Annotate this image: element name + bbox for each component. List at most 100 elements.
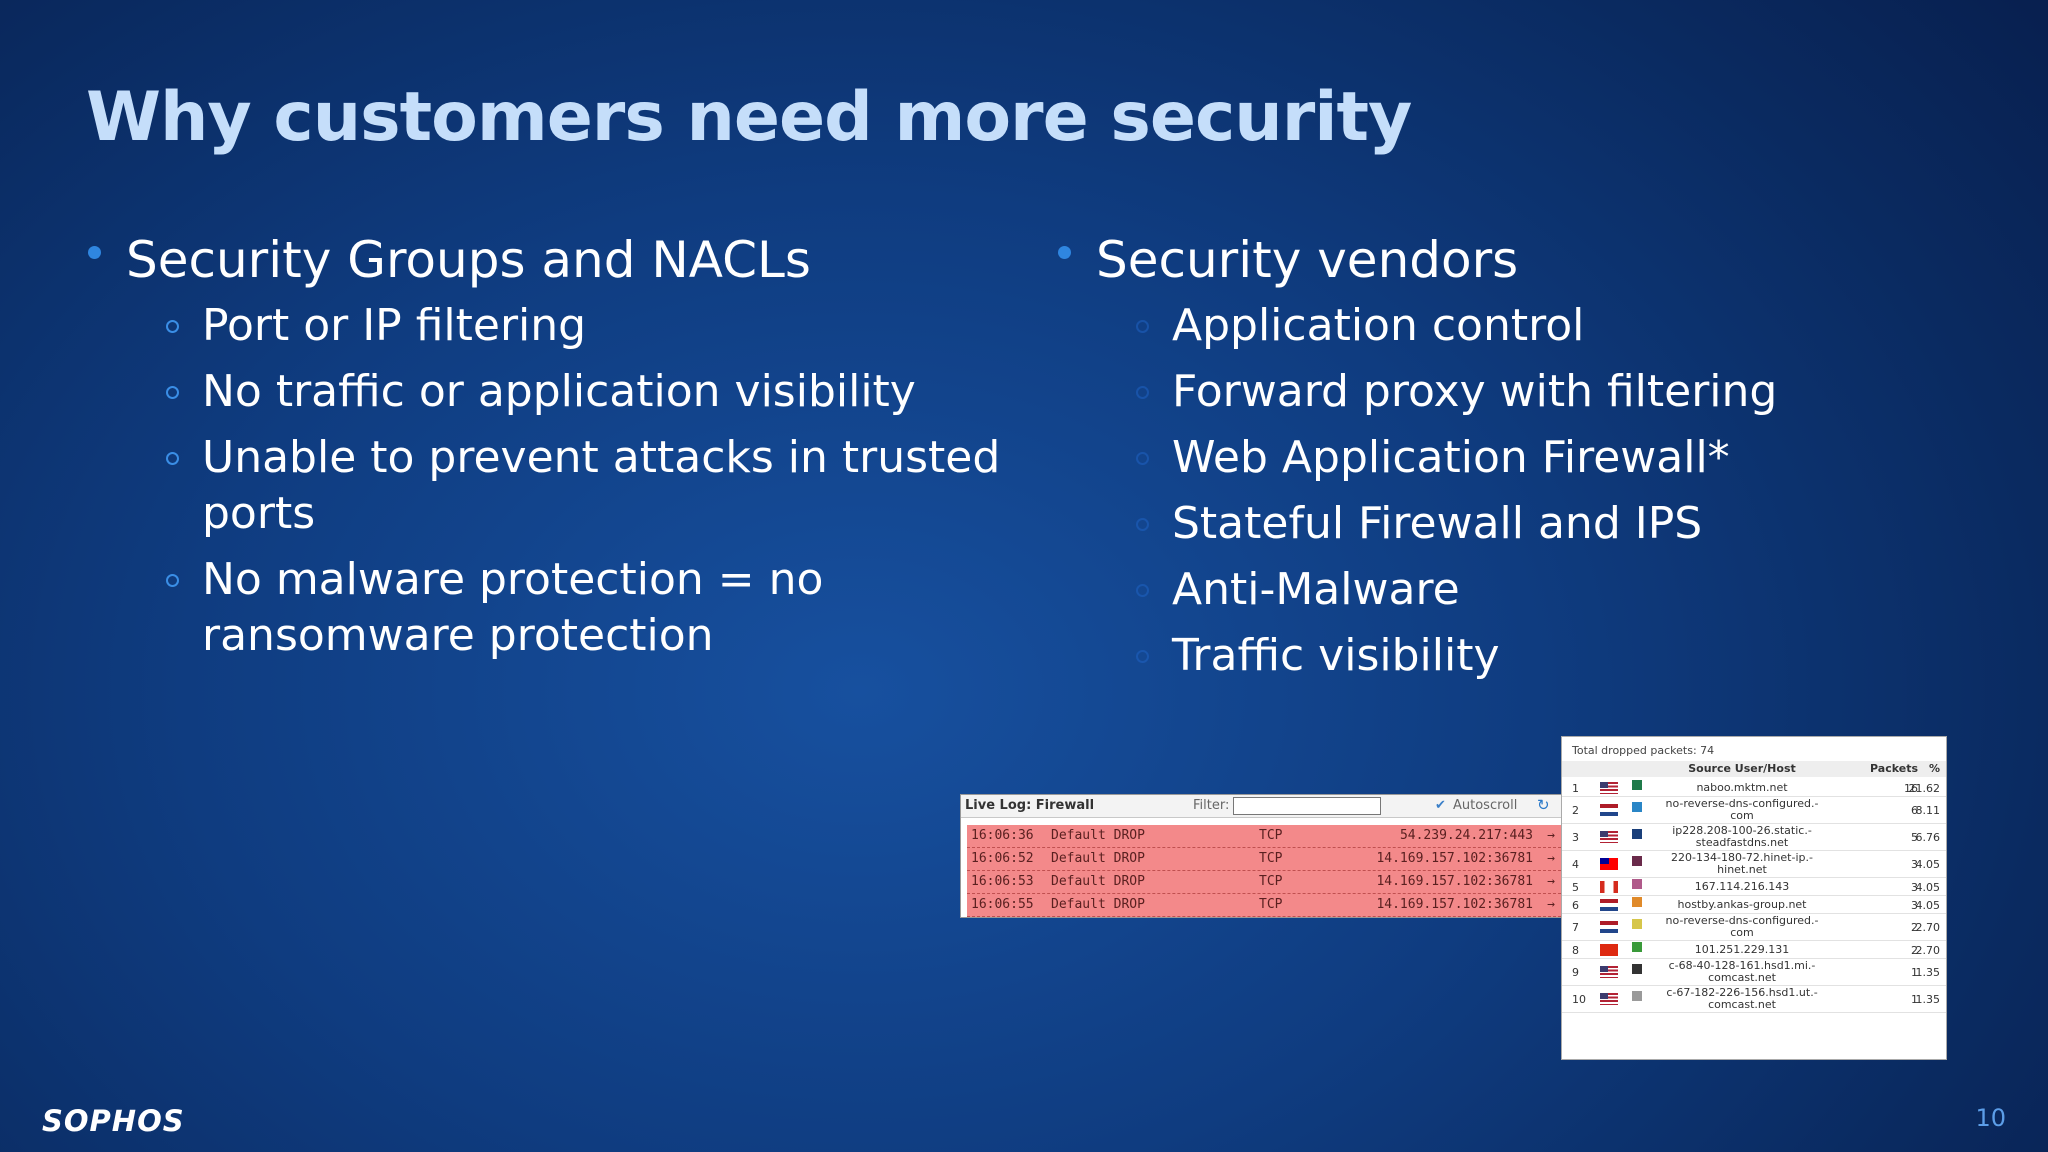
filter-label: Filter: [1193, 798, 1230, 813]
left-subitem-text: Port or IP filtering [202, 300, 587, 351]
circle-bullet-icon [166, 320, 179, 333]
log-cell-proto: TCP [1259, 851, 1283, 866]
host-name: no-reverse-dns-configured.-com [1652, 915, 1832, 939]
log-cell-proto: TCP [1259, 874, 1283, 889]
col-percent: % [1928, 762, 1940, 775]
arrow-right-icon: → [1547, 897, 1555, 912]
live-log-header: Live Log: Firewall Filter: ✔ Autoscroll … [961, 795, 1561, 818]
col-packets: Packets [1870, 762, 1918, 775]
host-name-line: 167.114.216.143 [1694, 879, 1790, 893]
left-subitems: Port or IP filtering No traffic or applic… [86, 298, 1006, 664]
packet-percent: 4.05 [1915, 858, 1941, 871]
row-index: 4 [1572, 858, 1579, 871]
packet-count: 6 [1911, 804, 1918, 817]
host-name: 220-134-180-72.hinet-ip.-hinet.net [1652, 852, 1832, 876]
host-name-line: hinet.net [1717, 863, 1767, 876]
circle-bullet-icon [166, 452, 179, 465]
packet-percent: 4.05 [1915, 898, 1941, 912]
color-swatch [1632, 991, 1642, 1001]
circle-bullet-icon [1136, 320, 1149, 333]
country-flag-icon [1600, 993, 1618, 1005]
left-subitem-text: Unable to prevent attacks in trusted [202, 432, 1001, 483]
log-cell-action: Default DROP [1051, 874, 1145, 889]
host-name: no-reverse-dns-configured.-com [1652, 798, 1832, 822]
host-name-line: no-reverse-dns-configured.- [1665, 797, 1819, 810]
host-name-line: 101.251.229.131 [1694, 942, 1790, 956]
packet-percent: 4.05 [1915, 880, 1941, 894]
packet-count: 1 [1911, 993, 1918, 1006]
packet-count: 5 [1911, 831, 1918, 844]
left-subitem-text: No traffic or application visibility [202, 366, 916, 417]
packet-count: 3 [1911, 880, 1918, 894]
color-swatch [1632, 802, 1642, 812]
arrow-right-icon: → [1547, 828, 1555, 843]
page-number: 10 [1975, 1104, 2006, 1132]
circle-bullet-icon [1136, 518, 1149, 531]
log-cell-time: 16:06:55 [971, 897, 1034, 912]
dropped-table-header: Source User/Host Packets % [1562, 761, 1946, 777]
host-name-line: ip228.208-100-26.static.- [1672, 824, 1812, 837]
host-name-line: 220-134-180-72.hinet-ip.- [1671, 851, 1813, 864]
filter-input [1233, 797, 1381, 815]
color-swatch [1632, 878, 1642, 889]
row-index: 1 [1572, 781, 1579, 795]
color-swatch [1632, 856, 1642, 866]
autoscroll-label: Autoscroll [1453, 798, 1518, 813]
packet-count: 3 [1911, 898, 1918, 912]
right-subitem: Forward proxy with filtering [1056, 364, 1956, 420]
row-index: 9 [1572, 966, 1579, 979]
bullet-dot-icon [88, 246, 101, 259]
log-cell-time: 16:06:53 [971, 874, 1034, 889]
country-flag-icon [1600, 898, 1618, 911]
row-index: 8 [1572, 943, 1579, 957]
host-name-line: hostby.ankas-group.net [1677, 897, 1807, 911]
log-row: 16:06:53 Default DROP TCP 14.169.157.102:36… [967, 871, 1561, 894]
packet-count: 2 [1911, 943, 1918, 957]
left-column: Security Groups and NACLs Port or IP fil… [86, 230, 1006, 674]
right-subitem-text: Forward proxy with filtering [1172, 366, 1778, 417]
host-name-line: no-reverse-dns-configured.- [1665, 914, 1819, 927]
host-name: naboo.mktm.net [1652, 781, 1832, 794]
right-subitem: Stateful Firewall and IPS [1056, 496, 1956, 552]
left-subitem: No traffic or application visibility [86, 364, 1006, 420]
color-swatch [1632, 896, 1642, 907]
packet-percent: 1.35 [1915, 993, 1941, 1006]
host-name-line: steadfastdns.net [1695, 836, 1789, 849]
country-flag-icon [1600, 831, 1618, 843]
col-source: Source User/Host [1688, 762, 1796, 775]
row-index: 3 [1572, 831, 1579, 844]
log-cell-time: 16:06:52 [971, 851, 1034, 866]
right-heading-text: Security vendors [1096, 231, 1519, 289]
country-flag-icon [1600, 921, 1618, 933]
packet-percent: 21.62 [1908, 781, 1941, 795]
circle-bullet-icon [1136, 386, 1149, 399]
country-flag-icon [1600, 781, 1618, 794]
dropped-packets-screenshot: Total dropped packets: 74 Source User/Ho… [1561, 736, 1947, 1060]
row-index: 2 [1572, 804, 1579, 817]
color-swatch [1632, 919, 1642, 929]
host-name-line: comcast.net [1708, 971, 1776, 984]
circle-bullet-icon [1136, 650, 1149, 663]
log-cell-proto: TCP [1259, 828, 1283, 843]
host-name: 167.114.216.143 [1652, 879, 1832, 893]
host-name-line: c-67-182-226-156.hsd1.ut.- [1666, 986, 1818, 999]
left-subitem-text: No malware protection = no [202, 554, 824, 605]
bullet-dot-icon [1058, 246, 1071, 259]
live-log-title: Live Log: Firewall [965, 798, 1095, 813]
host-name-line: com [1730, 926, 1754, 939]
log-cell-dest: 14.169.157.102:36781 [1376, 874, 1533, 889]
right-subitem-text: Application control [1172, 300, 1585, 351]
row-index: 5 [1572, 880, 1579, 894]
color-swatch [1632, 964, 1642, 974]
country-flag-icon [1600, 943, 1618, 956]
